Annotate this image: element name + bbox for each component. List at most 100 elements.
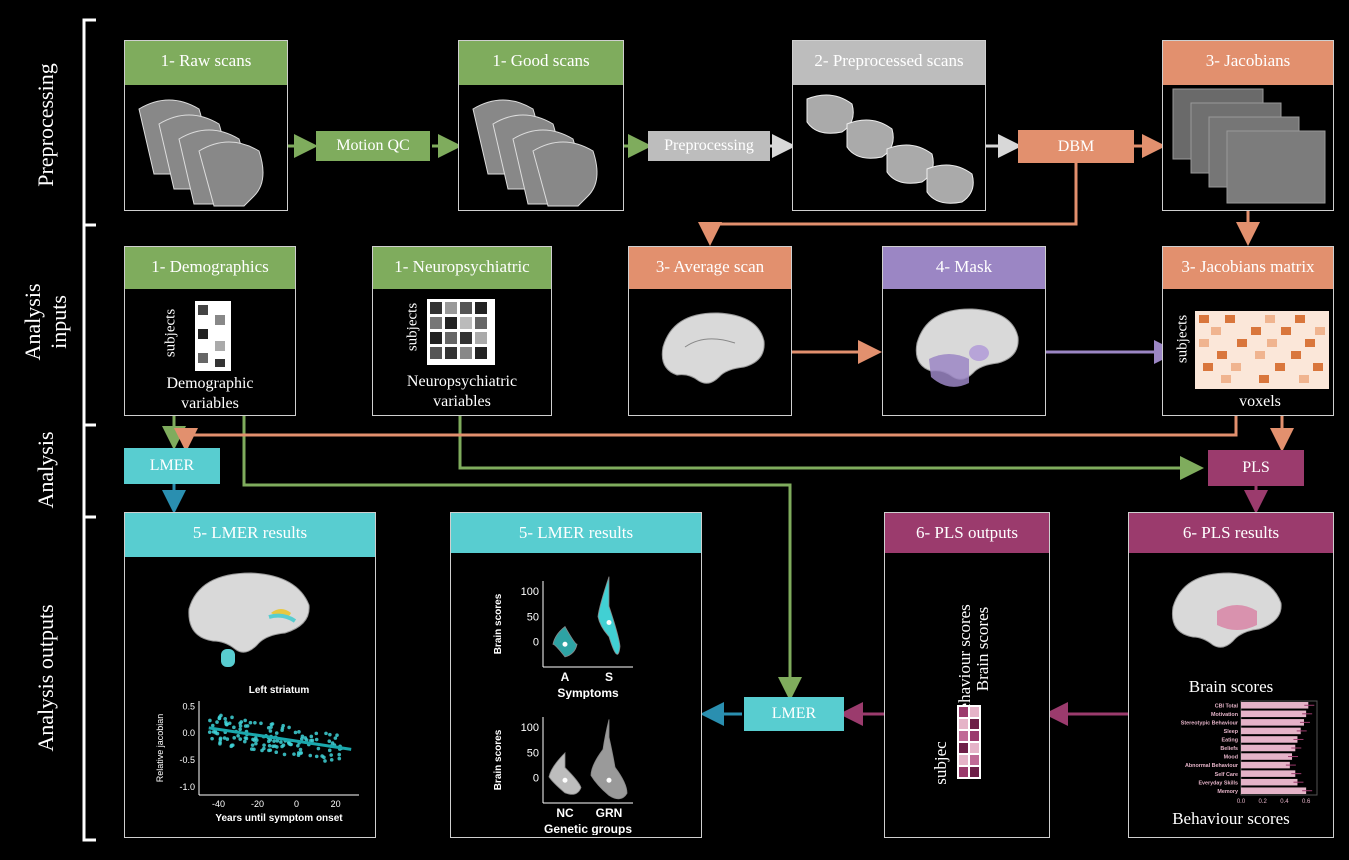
scatter-point [243,718,247,723]
scatter-point [211,730,216,734]
scatter-y-tick: 0.5 [182,701,195,711]
pls-outputs-subjects-label-1: subjec [931,741,950,785]
scatter-y-label: Relative jacobian [155,714,165,783]
jacobians-matrix-heatmap [1195,311,1329,389]
scatter-point [324,731,328,736]
barh-bar [1241,736,1298,743]
jacobians-box: 3- Jacobians [1162,40,1334,211]
scatter-point [229,744,234,749]
mask-brain-image [915,308,1019,387]
barh-category-label: Motivation [1211,712,1238,718]
scatter-point [236,734,240,738]
jacobians-matrix-header: 3- Jacobians matrix [1163,247,1333,289]
violin-shape [552,625,578,658]
violin-median [606,619,612,625]
raw-scans-header: 1- Raw scans [125,41,287,85]
scatter-point [300,734,305,739]
scatter-point [282,752,287,757]
scatter-point [329,753,333,757]
scatter-point [273,744,277,748]
pls-results-brain-scores-label: Brain scores [1188,677,1274,696]
scatter-point [288,742,293,747]
scatter-y-tick: -0.5 [179,755,195,765]
scatter-point [287,725,291,730]
scatter-point [254,741,258,746]
mask-header: 4- Mask [883,247,1045,289]
lmer-step: LMER [124,448,220,484]
scatter-point [207,730,212,734]
scatter-point [223,716,227,721]
pls-step: PLS [1208,450,1304,486]
scatter-point [296,743,300,748]
scatter-point [337,756,342,761]
violin-y-label: Brain scores [493,593,504,654]
violin-x-tick: A [561,670,570,684]
barh-category-label: Eating [1222,738,1238,744]
scatter-point [244,736,249,741]
scatter-point [314,731,319,736]
preprocessing-step: Preprocessing [648,131,770,161]
scatter-point [314,737,319,742]
violin-x-label: Genetic groups [544,822,632,835]
barh-x-tick: 0.2 [1259,799,1268,805]
barh-category-label: Sleep [1224,729,1239,735]
scatter-point [259,721,263,726]
barh-bar [1241,770,1296,777]
scatter-point [304,738,309,742]
neuropsychiatric-var-line1: Neuropsychiatric [406,373,518,390]
scatter-point [222,736,227,740]
scatter-point [219,713,223,718]
violin-median [606,777,612,783]
raw-scans-box: 1- Raw scans [124,40,288,211]
average-scan-box: 3- Average scan [628,246,792,416]
mask-box: 4- Mask [882,246,1046,416]
scatter-point [260,748,264,753]
scatter-point [272,739,276,743]
barh-bar [1241,744,1296,752]
violin-median [562,641,568,647]
section-label-analysis-inputs-line1: Analysis [20,283,45,361]
scatter-point [238,737,243,741]
scatter-point [323,759,327,763]
scatter-point [248,720,253,725]
pls-outputs-brain-label: Brain scores [973,606,992,692]
violin-y-tick: 0 [533,637,539,649]
scatter-point [298,747,303,752]
scatter-fit-line [208,726,352,751]
scatter-point [292,752,296,756]
scatter-point [299,751,304,755]
scatter-point [208,718,212,723]
pls-results-brain-image [1171,572,1282,648]
scatter-point [252,738,257,743]
scatter-point [250,743,255,747]
scatter-point [215,720,219,724]
scatter-point [253,720,257,725]
scatter-point [293,730,298,735]
scatter-point [238,721,242,726]
neuropsychiatric-var-line2: variables [433,393,491,410]
scatter-point [243,724,248,728]
pls-outputs-box: 6- PLS outputs Behaviour scores Brain sc… [884,512,1050,838]
violin-shape [590,719,628,800]
scatter-point [316,746,321,751]
scatter-point [314,754,319,759]
scatter-point [327,739,332,744]
section-label-analysis-inputs-line2: inputs [46,295,71,349]
lmer-mid-step: LMER [744,697,844,731]
section-bracket [82,18,96,842]
scatter-point [238,727,242,732]
demographics-header: 1- Demographics [125,247,295,289]
preprocessed-scans-header: 2- Preprocessed scans [793,41,985,85]
lmer-results-brain-image [188,572,310,667]
good-scans-image [472,99,598,207]
scatter-point [333,736,338,740]
neuropsychiatric-box: 1- Neuropsychiatric subjects Neuropsychi… [372,246,552,416]
jacobians-matrix-voxels-label: voxels [1239,393,1281,410]
scatter-point [267,744,272,748]
dbm-step: DBM [1018,130,1134,163]
scatter-point [210,736,214,741]
barh-x-tick: 0.0 [1237,799,1246,805]
